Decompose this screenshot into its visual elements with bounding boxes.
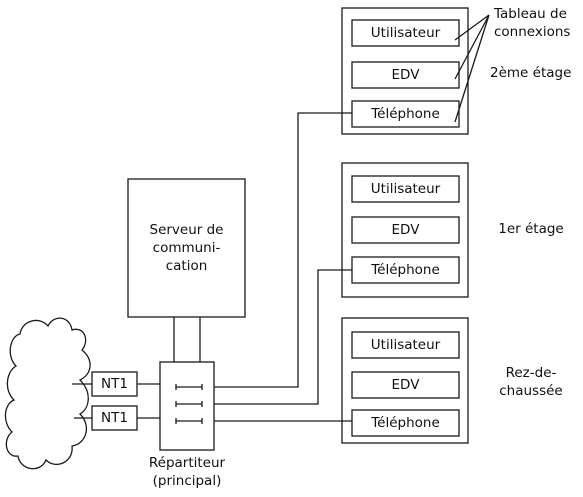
link-distributor-floor-2 (214, 112, 352, 388)
room-label-edv: EDV (391, 67, 420, 83)
distributor-label-line-2: (principal) (152, 473, 222, 489)
server-label-line-1: Serveur de (149, 222, 224, 238)
floor-box-2 (341, 7, 469, 135)
pointer-line (454, 14, 490, 41)
patch-panel-label-line-1: Tableau de (494, 6, 567, 22)
room-box (351, 100, 460, 128)
room-label-utilisateur: Utilisateur (370, 25, 441, 41)
room-label-telephone: Téléphone (371, 415, 440, 431)
room-label-edv: EDV (391, 377, 420, 393)
room-box (351, 409, 460, 437)
room-label-edv: EDV (391, 222, 420, 238)
room-label-utilisateur: Utilisateur (370, 181, 441, 197)
room-label-telephone: Téléphone (371, 106, 440, 122)
room-box (351, 331, 460, 359)
floor-box-1 (341, 162, 469, 298)
floor-box-ground (341, 317, 469, 444)
floor-label-1: 1er étage (498, 221, 564, 237)
floor-label-ground: Rez-de- chaussée (486, 364, 576, 400)
server-label-line-3: cation (165, 258, 208, 274)
server-label: Serveur de communi- cation (128, 221, 245, 275)
cloud-shape (4, 317, 91, 470)
distributor-ports (175, 384, 203, 424)
room-box (351, 216, 460, 244)
nt1-label-top: NT1 (101, 376, 128, 392)
patch-panel-label-line-2: connexions (494, 24, 571, 40)
room-label-utilisateur: Utilisateur (370, 337, 441, 353)
distributor-label: Répartiteur (principal) (132, 454, 242, 490)
room-box (351, 19, 460, 47)
server-label-line-2: communi- (152, 240, 221, 256)
nt1-label-bottom: NT1 (101, 410, 128, 426)
room-box (351, 371, 460, 399)
floor-label-2: 2ème étage (490, 65, 572, 81)
room-box (351, 175, 460, 203)
link-distributor-floor-1 (214, 269, 352, 405)
distributor-label-line-1: Répartiteur (148, 455, 226, 471)
patch-panel-label: Tableau de connexions (494, 5, 579, 41)
server-box (127, 178, 246, 318)
pointer-line (454, 14, 490, 123)
floor-label-ground-line-2: chaussée (499, 383, 563, 399)
room-label-telephone: Téléphone (371, 262, 440, 278)
pointer-line (454, 14, 490, 80)
room-box (351, 61, 460, 89)
floor-label-ground-line-1: Rez-de- (505, 365, 557, 381)
distributor-box (159, 361, 215, 451)
